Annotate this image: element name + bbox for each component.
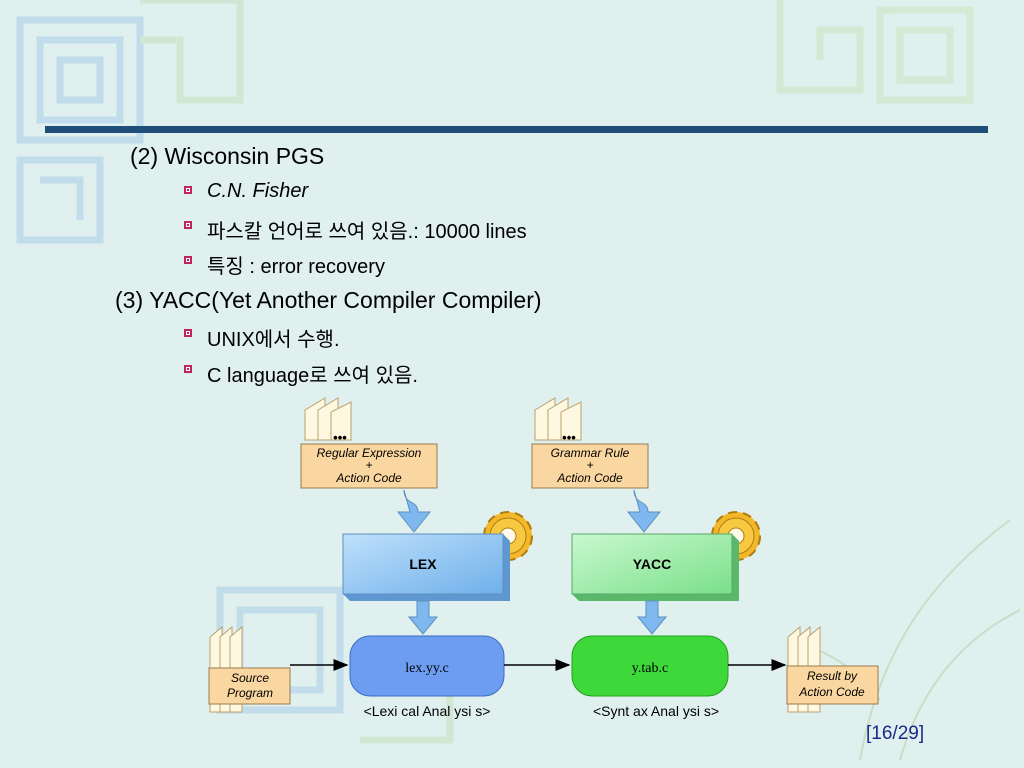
bullet-icon xyxy=(184,186,192,194)
yacc-box: YACC xyxy=(571,533,739,601)
ellipsis-dots: ••• xyxy=(333,430,347,445)
y-tab-c-label: y.tab.c xyxy=(632,661,668,676)
result-note: Result by Action Code xyxy=(786,625,879,713)
item-feature: 특징 : error recovery xyxy=(207,256,385,278)
bullet-icon xyxy=(184,329,192,337)
item-unix: UNIX에서 수행. xyxy=(207,329,340,351)
regex-label-plus: + xyxy=(365,458,372,472)
syntax-analysis-caption: <Synt ax Anal ysi s> xyxy=(593,703,719,719)
arrow-down-icon xyxy=(396,489,432,533)
lex-box: LEX xyxy=(342,533,510,601)
y-tab-c-file xyxy=(571,635,729,697)
bullet-icon xyxy=(184,221,192,229)
heading-wisconsin-pgs: (2) Wisconsin PGS xyxy=(130,143,325,169)
regex-note-stack: ••• Regular Expression + Action Code xyxy=(300,397,438,489)
lex-yy-c-label: lex.yy.c xyxy=(405,661,448,676)
heading-yacc: (3) YACC(Yet Another Compiler Compiler) xyxy=(115,287,542,313)
bullet-icon xyxy=(184,365,192,373)
ellipsis-dots: ••• xyxy=(562,430,576,445)
page-number: [16/29] xyxy=(866,723,925,744)
grammar-label-line1: Grammar Rule xyxy=(551,446,630,460)
source-label-line1: Source xyxy=(231,671,269,685)
item-author: C.N. Fisher xyxy=(207,180,309,202)
lexical-analysis-caption: <Lexi cal Anal ysi s> xyxy=(364,703,491,719)
regex-label-line1: Regular Expression xyxy=(317,446,422,460)
lex-yy-c-file xyxy=(349,635,505,697)
lex-box-label: LEX xyxy=(409,556,437,572)
arrow-down-icon xyxy=(626,489,662,533)
item-c-language: C language로 쓰여 있음. xyxy=(207,365,418,387)
yacc-box-label: YACC xyxy=(633,556,671,572)
title-rule xyxy=(45,126,988,133)
bullet-icon xyxy=(184,256,192,264)
regex-note xyxy=(300,443,438,489)
arrow-down-icon xyxy=(636,600,668,635)
regex-label-line3: Action Code xyxy=(335,471,402,485)
grammar-note xyxy=(531,443,649,489)
grammar-label-plus: + xyxy=(586,458,593,472)
arrow-down-icon xyxy=(407,600,439,635)
source-label-line2: Program xyxy=(227,686,273,700)
result-label-line1: Result by xyxy=(807,669,858,683)
item-language: 파스칼 언어로 쓰여 있음.: 10000 lines xyxy=(207,221,527,243)
grammar-label-line3: Action Code xyxy=(556,471,623,485)
grammar-note-stack: ••• Grammar Rule + Action Code xyxy=(531,397,649,489)
result-label-line2: Action Code xyxy=(798,685,865,699)
source-program-note: Source Program xyxy=(208,625,291,713)
